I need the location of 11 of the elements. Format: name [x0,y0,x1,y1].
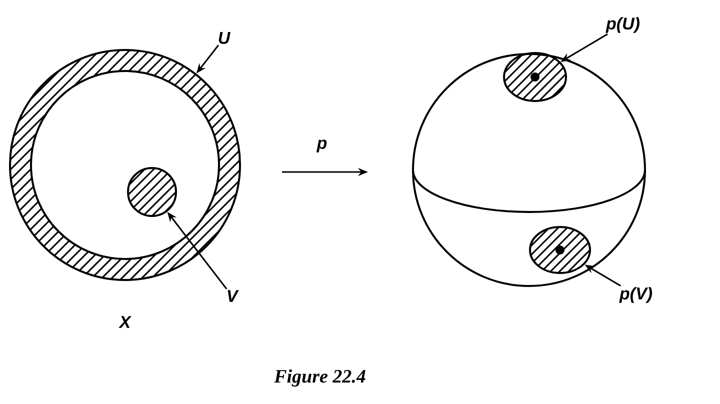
set-label: p(V) [619,287,652,303]
caption: Figure 22.4 [274,369,366,387]
hatched-disk [503,52,567,102]
set-label: X [118,316,132,328]
map-label: p [316,140,327,152]
sphere-drawing [412,53,646,287]
hatched-disk [127,167,177,217]
hatched-disk [529,226,591,274]
set-label: p(U) [606,17,640,33]
set-label: U [218,32,230,44]
set-label: V [228,290,239,302]
